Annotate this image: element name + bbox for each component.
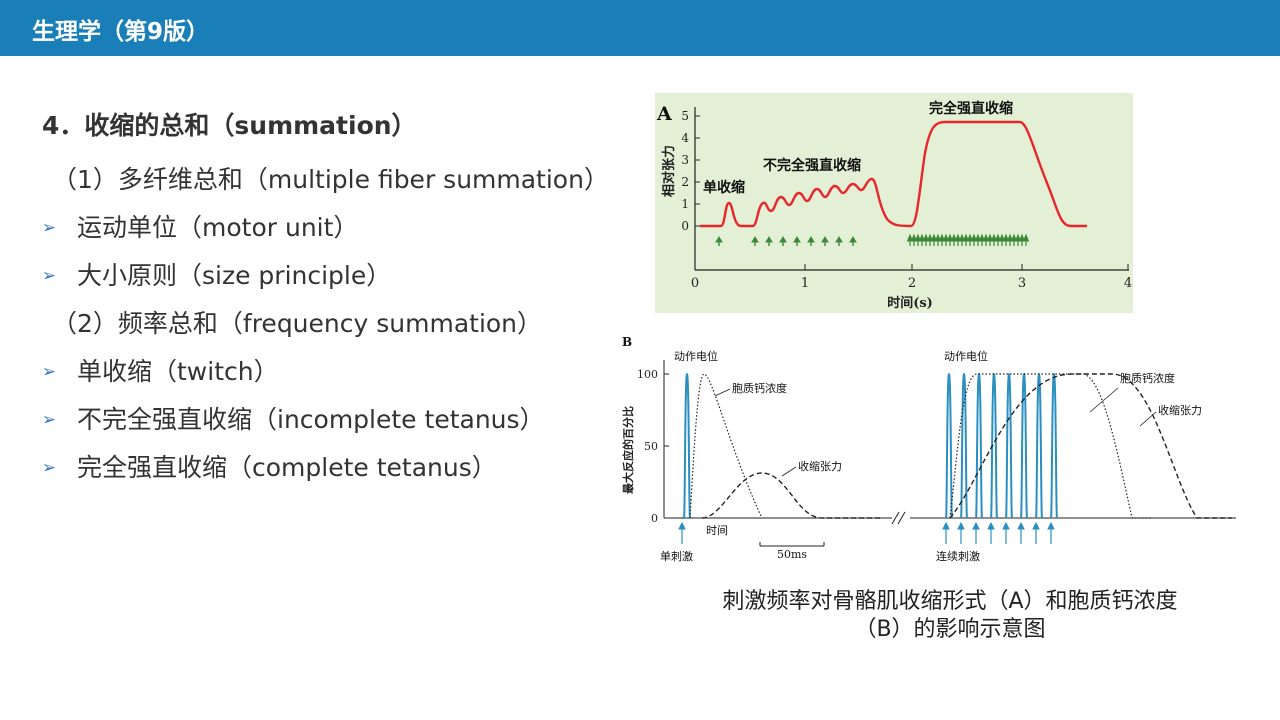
- list-item-label: 单收缩（twitch）: [77, 357, 279, 386]
- svg-text:0: 0: [691, 276, 699, 291]
- figure-b-panel-label: B: [622, 335, 632, 349]
- action-potential-spike: [1005, 372, 1013, 519]
- arrow-bullet-icon: ➢: [42, 266, 57, 286]
- figure-a-label-twitch: 单收缩: [703, 179, 745, 196]
- figure-b-label-tension-right: 收缩张力: [1158, 403, 1202, 417]
- list-item-bullet: ➢ 单收缩（twitch）: [42, 348, 622, 396]
- stimulus-arrow-head: [1047, 521, 1055, 530]
- action-potential-spike: [945, 372, 953, 519]
- figure-b-plot: B 最大反应的百分比 100 50 0: [621, 335, 1236, 563]
- list-item-bullet: ➢ 完全强直收缩（complete tetanus）: [42, 444, 622, 492]
- figure-a-panel-label: A: [656, 103, 672, 125]
- stimulus-arrow-head: [1017, 521, 1025, 530]
- figure-b-ylabel: 最大反应的百分比: [621, 406, 635, 494]
- figure-b-right-tension-curve: [949, 373, 1232, 519]
- figure-b-label-tension-left: 收缩张力: [798, 459, 842, 473]
- arrow-bullet-icon: ➢: [42, 458, 57, 478]
- figure-a-ytick: 1: [681, 197, 689, 211]
- stimulus-arrow-head: [1002, 521, 1010, 530]
- figure-b-left-calcium-curve: [689, 373, 763, 519]
- action-potential-spike: [990, 372, 998, 519]
- figure-a-ylabel: 相对张力: [661, 145, 677, 197]
- figure-a-xticks: 0 1 2 3 4: [691, 264, 1132, 291]
- figure-a-stimulus-marks: [715, 236, 857, 246]
- list-item-label: 完全强直收缩（complete tetanus）: [77, 453, 497, 482]
- figure-b-label-time: 时间: [706, 524, 728, 537]
- figure-a-plot: A 相对张力 0 1 2 3 4 5 0 1: [656, 100, 1132, 311]
- stimulus-arrow-head: [942, 521, 950, 530]
- figure-b-right-calcium-curve: [949, 373, 1152, 519]
- svg-text:2: 2: [908, 276, 916, 291]
- figure-a-ytick: 0: [681, 219, 689, 233]
- figure-b-right-action-potentials: [945, 372, 1058, 519]
- stimulus-arrow-head: [972, 521, 980, 530]
- figure-caption: 刺激频率对骨骼肌收缩形式（A）和胞质钙浓度 （B）的影响示意图: [620, 588, 1280, 644]
- action-potential-spike: [960, 372, 968, 519]
- svg-text:50: 50: [644, 440, 658, 453]
- action-potential-spike: [975, 372, 983, 519]
- figure-b-label-calcium-right: 胞质钙浓度: [1120, 371, 1175, 385]
- header-title: 生理学（第9版）: [32, 19, 210, 45]
- list-item-sub: （2）频率总和（frequency summation）: [52, 309, 543, 338]
- figure-a-ytick: 2: [681, 175, 689, 189]
- action-potential-spike: [1050, 372, 1058, 519]
- figure-a-dense-stimulus-marks: [906, 233, 1030, 246]
- figure-a-yticks: 0 1 2 3 4 5: [681, 109, 700, 233]
- svg-text:3: 3: [1018, 276, 1026, 291]
- list-item-label: 不完全强直收缩（incomplete tetanus）: [77, 405, 545, 434]
- list-item-bullet: ➢ 不完全强直收缩（incomplete tetanus）: [42, 396, 622, 444]
- figure-a-label-complete: 完全强直收缩: [929, 100, 1013, 117]
- list-item-sub: （1）多纤维总和（multiple fiber summation）: [52, 165, 609, 194]
- header-bar: 生理学（第9版）: [0, 0, 1280, 56]
- list-item-label: 运动单位（motor unit）: [77, 213, 359, 242]
- svg-text:0: 0: [651, 512, 658, 525]
- stimulus-mark: [1022, 233, 1030, 242]
- svg-text:100: 100: [637, 368, 658, 381]
- arrow-bullet-icon: ➢: [42, 218, 57, 238]
- stimulus-arrow-head: [1032, 521, 1040, 530]
- figure-b-left-action-potential: [682, 372, 691, 519]
- svg-text:4: 4: [1124, 276, 1132, 291]
- figure-b-scale-bar: [759, 542, 825, 547]
- svg-text:1: 1: [801, 276, 809, 291]
- figure-b-axis-break: [891, 511, 906, 525]
- figure-b-label-repeat: 连续刺激: [936, 549, 980, 563]
- figure-a-ytick: 4: [681, 131, 689, 145]
- figure-a-label-incomplete: 不完全强直收缩: [763, 157, 861, 174]
- stimulus-arrow-head: [957, 521, 965, 530]
- figure-b: B 最大反应的百分比 100 50 0: [612, 330, 1248, 570]
- figure-a-ytick: 3: [681, 153, 689, 167]
- figure-a-tension-curve: [700, 120, 1087, 228]
- figure-a: A 相对张力 0 1 2 3 4 5 0 1: [655, 93, 1133, 313]
- figure-a-xlabel: 时间(s): [887, 295, 933, 311]
- stimulus-arrow-head: [987, 521, 995, 530]
- caption-line-1: 刺激频率对骨骼肌收缩形式（A）和胞质钙浓度: [722, 589, 1178, 614]
- figure-b-label-ap-left: 动作电位: [674, 349, 718, 363]
- figure-a-ytick: 5: [681, 109, 689, 123]
- list-item-label: 大小原则（size principle）: [77, 261, 392, 290]
- list-item-bullet: ➢ 大小原则（size principle）: [42, 252, 622, 300]
- figure-b-repeated-stimuli: [942, 521, 1055, 544]
- action-potential-spike: [1020, 372, 1028, 519]
- caption-line-2: （B）的影响示意图: [854, 617, 1046, 642]
- arrow-bullet-icon: ➢: [42, 362, 57, 382]
- figure-b-label-scale: 50ms: [777, 548, 807, 561]
- arrow-bullet-icon: ➢: [42, 410, 57, 430]
- content-text: 4．收缩的总和（summation） （1）多纤维总和（multiple fib…: [42, 108, 622, 492]
- figure-b-label-single: 单刺激: [660, 549, 693, 563]
- figure-b-label-ap-right: 动作电位: [944, 349, 988, 363]
- figure-b-label-calcium-left: 胞质钙浓度: [732, 381, 787, 395]
- figure-b-yticks: 100 50 0: [637, 368, 669, 525]
- figure-b-left-tension-curve: [701, 472, 882, 519]
- action-potential-spike: [1035, 372, 1043, 519]
- figure-b-single-stimulus: [678, 521, 686, 544]
- list-item-bullet: ➢ 运动单位（motor unit）: [42, 204, 622, 252]
- section-heading: 4．收缩的总和（summation）: [42, 111, 417, 140]
